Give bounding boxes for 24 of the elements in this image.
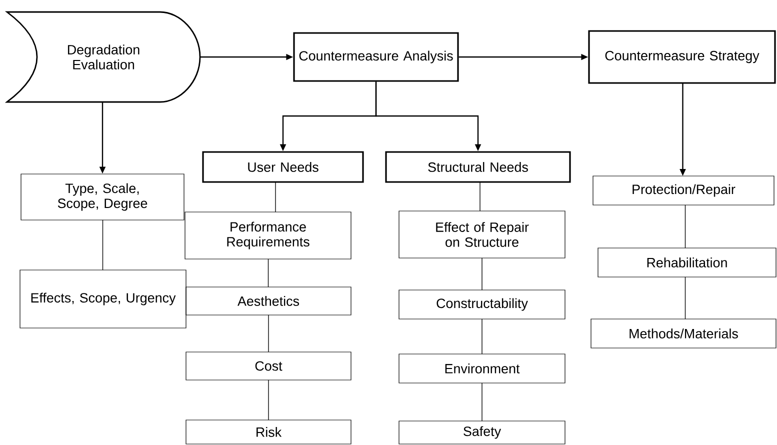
item-box: Risk: [186, 420, 352, 444]
item-box: Aesthetics: [186, 286, 352, 316]
item-box: Performance Requirements: [184, 212, 352, 260]
item-box: Cost: [186, 352, 352, 380]
item-box: Effect of Repair on Structure: [398, 210, 566, 258]
process-box: Countermeasure Analysis: [293, 32, 459, 82]
connector-line: [268, 380, 269, 420]
connector-line: [268, 314, 269, 352]
connector-line: [684, 204, 686, 248]
item-box: Protection/Repair: [592, 176, 774, 206]
item-box: Type, Scale, Scope, Degree: [20, 174, 184, 220]
item-box: Rehabilitation: [598, 248, 776, 278]
process-box: User Needs: [202, 151, 364, 183]
connector-line: [102, 220, 104, 270]
item-box: Environment: [398, 354, 566, 384]
connector-line: [268, 258, 269, 288]
process-box: Structural Needs: [385, 151, 571, 183]
item-box: Effects, Scope, Urgency: [20, 270, 186, 328]
connector-line: [275, 182, 276, 212]
item-box: Safety: [398, 420, 566, 444]
item-box: Constructability: [398, 290, 566, 320]
process-box: Countermeasure Strategy: [588, 30, 776, 84]
connector-line: [684, 276, 686, 320]
item-box: Methods/Materials: [590, 318, 776, 348]
